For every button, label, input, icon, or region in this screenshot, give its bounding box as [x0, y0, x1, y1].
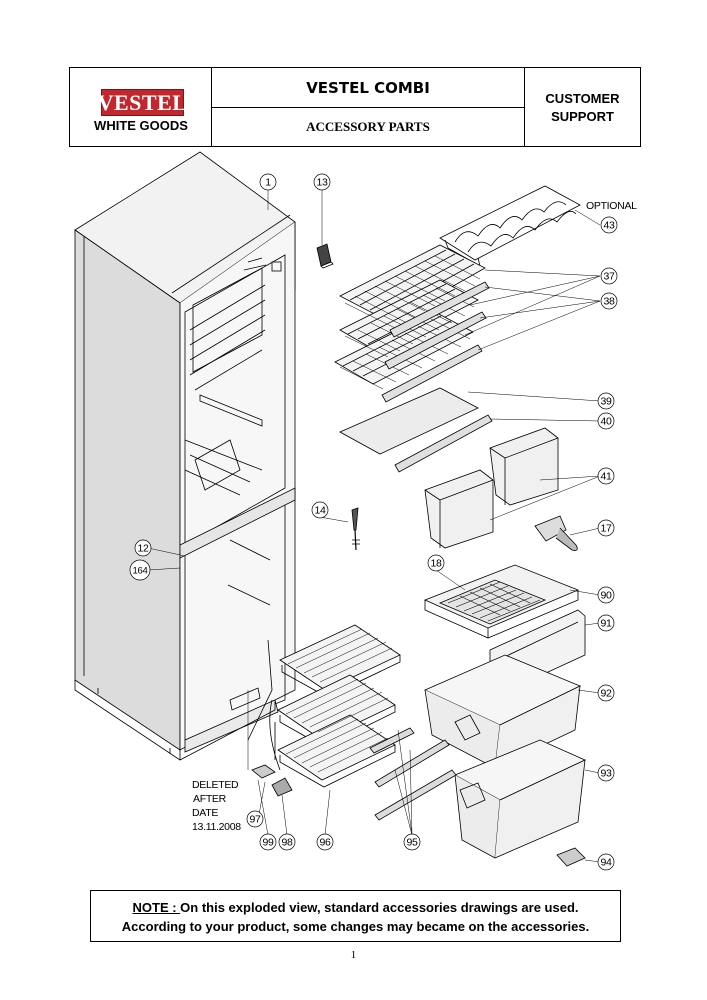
- callout-circle-98: [278, 833, 296, 851]
- note-label: NOTE :: [132, 900, 181, 915]
- part-18-ice-tray: [423, 564, 580, 639]
- customer-support-label: CUSTOMER SUPPORT: [525, 90, 640, 126]
- deleted-label-4: 13.11.2008: [192, 821, 241, 833]
- note-box: NOTE : On this exploded view, standard a…: [90, 890, 621, 942]
- callouts-group: 1 13 43 37 38 39 40 41 17 14 12 164 18 90 91 92 93 94 9799…: [129, 173, 618, 871]
- optional-label: OPTIONAL: [586, 200, 637, 212]
- support-line-1: CUSTOMER: [545, 91, 620, 106]
- part-97-99-small-parts: [251, 764, 293, 797]
- note-line-1-text: On this exploded view, standard accessor…: [180, 900, 579, 915]
- header-table: VESTEL WHITE GOODS VESTEL COMBI ACCESSOR…: [69, 67, 641, 147]
- callout-number-1: 1: [265, 177, 271, 189]
- callout-number-41: 41: [600, 471, 612, 483]
- deleted-label-2: AFTER: [193, 793, 227, 805]
- callout-number-18: 18: [430, 558, 442, 570]
- part-96-freezer-shelves: [269, 624, 401, 788]
- callout-circle-90: [597, 586, 615, 604]
- page-number: 1: [350, 949, 357, 961]
- callout-circle-41: [597, 467, 615, 485]
- callout-number-37: 37: [603, 271, 615, 283]
- title-cell: VESTEL COMBI ACCESSORY PARTS: [212, 68, 525, 146]
- callout-circle-1: [259, 173, 277, 191]
- callout-circle-97: [246, 810, 264, 828]
- callout-circle-92: [597, 684, 615, 702]
- logo-cell: VESTEL WHITE GOODS: [70, 68, 212, 146]
- part-43-bottle-rack: [439, 185, 581, 267]
- callout-number-94: 94: [600, 857, 612, 869]
- deleted-label-3: DATE: [192, 807, 218, 819]
- note-line-2: According to your product, some changes …: [121, 919, 590, 934]
- callout-circle-91: [597, 614, 615, 632]
- callout-number-38: 38: [603, 296, 615, 308]
- part-37-shelves: [334, 244, 486, 390]
- deleted-label-1: DELETED: [192, 779, 239, 791]
- part-39-glass-plate: [339, 387, 479, 455]
- callout-circle-38: [600, 292, 618, 310]
- callout-number-12: 12: [137, 543, 149, 555]
- callout-number-90: 90: [600, 590, 612, 602]
- document-title: VESTEL COMBI: [212, 68, 524, 108]
- callout-circle-93: [597, 764, 615, 782]
- callout-number-93: 93: [600, 768, 612, 780]
- part-94-cover: [556, 847, 586, 867]
- callout-number-39: 39: [600, 396, 612, 408]
- callout-number-13: 13: [316, 177, 328, 189]
- callout-number-95: 95: [406, 837, 418, 849]
- callout-number-40: 40: [600, 416, 612, 428]
- callout-circle-13: [313, 173, 331, 191]
- callout-circle-17: [597, 519, 615, 537]
- part-17-scraper: [534, 515, 578, 551]
- callout-circle-43: [600, 216, 618, 234]
- document-subtitle: ACCESSORY PARTS: [306, 119, 430, 134]
- brand-name: VESTEL: [97, 89, 188, 115]
- part-92-crisper: [424, 654, 581, 769]
- brand-subtitle: WHITE GOODS: [94, 118, 188, 133]
- support-cell: CUSTOMER SUPPORT: [525, 68, 640, 146]
- callout-circle-94: [597, 853, 615, 871]
- leader-lines: [147, 190, 601, 863]
- vestel-logo: VESTEL: [98, 89, 187, 116]
- callout-number-164: 164: [133, 566, 148, 577]
- callout-circle-39: [597, 392, 615, 410]
- callout-number-97: 97: [249, 814, 261, 826]
- refrigerator-cabinet: [74, 151, 296, 761]
- callout-circle-95: [403, 833, 421, 851]
- callout-circle-14: [311, 501, 329, 519]
- part-13-switch: [316, 243, 334, 269]
- callout-number-98: 98: [281, 837, 293, 849]
- callout-circle-99: [259, 833, 277, 851]
- part-41-door-bins: [424, 427, 559, 549]
- callout-number-96: 96: [319, 837, 331, 849]
- part-40-trim: [394, 414, 493, 473]
- part-93-drawer: [454, 739, 586, 859]
- callout-circle-18: [427, 554, 445, 572]
- callout-number-99: 99: [262, 837, 274, 849]
- callout-circle-12: [134, 539, 152, 557]
- part-38-shelf-trims: [381, 281, 490, 403]
- callout-circle-164: [129, 559, 151, 581]
- part-95-rails: [369, 727, 457, 821]
- callout-circle-96: [316, 833, 334, 851]
- callout-number-14: 14: [314, 505, 326, 517]
- callout-circle-40: [597, 412, 615, 430]
- callout-number-92: 92: [600, 688, 612, 700]
- callout-number-91: 91: [600, 618, 612, 630]
- callout-number-17: 17: [600, 523, 612, 535]
- note-line-1: NOTE : On this exploded view, standard a…: [91, 898, 620, 917]
- callout-circle-37: [600, 267, 618, 285]
- support-line-2: SUPPORT: [551, 109, 614, 124]
- part-14-probe: [351, 507, 360, 551]
- callout-number-43: 43: [603, 220, 615, 232]
